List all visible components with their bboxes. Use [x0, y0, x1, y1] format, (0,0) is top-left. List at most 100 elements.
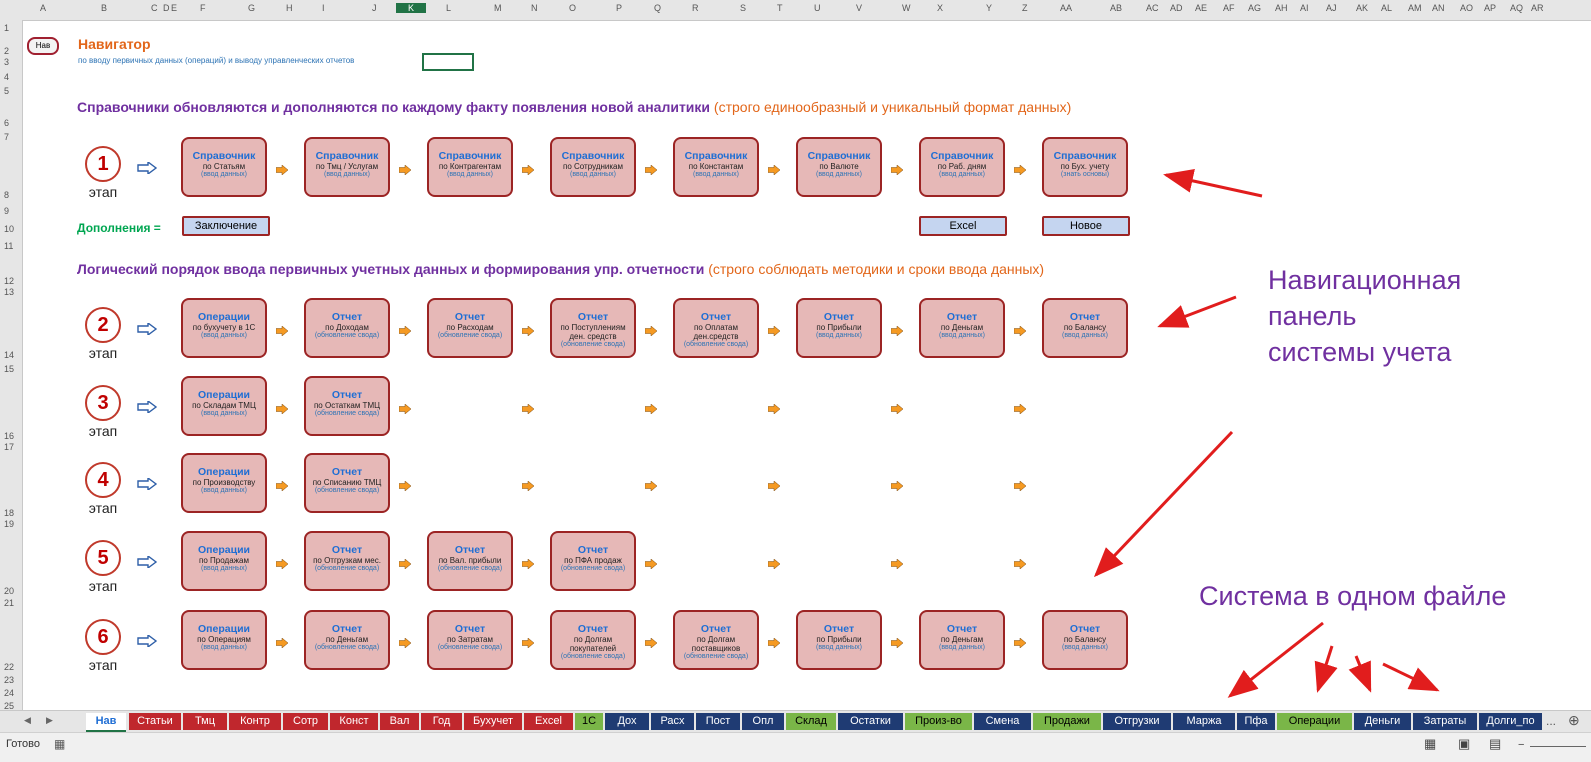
add-sheet-icon[interactable]: ⊕: [1568, 712, 1580, 728]
row-header[interactable]: 20: [4, 586, 15, 596]
column-header[interactable]: M: [494, 3, 502, 13]
column-header[interactable]: K: [396, 3, 427, 13]
row-header[interactable]: 14: [4, 350, 15, 360]
column-header[interactable]: AF: [1223, 3, 1235, 13]
page-break-icon[interactable]: ▤: [1489, 736, 1502, 751]
sheet-tab[interactable]: Сотр: [283, 713, 328, 730]
column-header[interactable]: G: [248, 3, 256, 13]
sheet-tab[interactable]: Деньги: [1354, 713, 1411, 730]
sheet-tab[interactable]: Год: [421, 713, 462, 730]
sheet-tab[interactable]: Маржа: [1173, 713, 1235, 730]
column-header[interactable]: R: [692, 3, 699, 13]
row-header[interactable]: 15: [4, 364, 15, 374]
row-header[interactable]: 8: [4, 190, 10, 200]
scroll-right-icon[interactable]: ▶: [46, 715, 53, 725]
sheet-tab[interactable]: Остатки: [838, 713, 903, 730]
row-header[interactable]: 19: [4, 519, 15, 529]
sheet-tab[interactable]: Произ-во: [905, 713, 972, 730]
column-header[interactable]: AJ: [1326, 3, 1337, 13]
row-header[interactable]: 2: [4, 46, 10, 56]
column-header[interactable]: B: [101, 3, 108, 13]
sheet-tab[interactable]: Отгрузки: [1103, 713, 1171, 730]
column-header[interactable]: P: [616, 3, 623, 13]
row-header[interactable]: 5: [4, 86, 10, 96]
page-layout-icon[interactable]: ▣: [1458, 736, 1471, 751]
sheet-tab[interactable]: Пост: [696, 713, 740, 730]
sheet-tab[interactable]: Бухучет: [464, 713, 522, 730]
row-header[interactable]: 22: [4, 662, 15, 672]
column-header[interactable]: AC: [1146, 3, 1159, 13]
row-header[interactable]: 7: [4, 132, 10, 142]
column-header[interactable]: AN: [1432, 3, 1445, 13]
column-header[interactable]: T: [777, 3, 783, 13]
sheet-tab[interactable]: Статьи: [129, 713, 181, 730]
column-header[interactable]: O: [569, 3, 577, 13]
sheet-tab[interactable]: Склад: [786, 713, 836, 730]
sheet-tab[interactable]: 1С: [575, 713, 603, 730]
macro-record-icon[interactable]: ▦: [54, 737, 66, 751]
column-header[interactable]: Y: [986, 3, 993, 13]
column-header[interactable]: H: [286, 3, 293, 13]
sheet-tab[interactable]: Нав: [86, 713, 126, 732]
nav-button[interactable]: Нав: [27, 37, 59, 55]
column-header[interactable]: AK: [1356, 3, 1369, 13]
zoom-slider[interactable]: [1530, 746, 1586, 747]
row-header[interactable]: 18: [4, 508, 15, 518]
row-header[interactable]: 10: [4, 224, 15, 234]
sheet-tab[interactable]: Продажи: [1033, 713, 1101, 730]
column-header[interactable]: AG: [1248, 3, 1262, 13]
sheet-tab[interactable]: Контр: [229, 713, 281, 730]
sheet-tab[interactable]: Вал: [380, 713, 419, 730]
column-header[interactable]: I: [322, 3, 325, 13]
column-header[interactable]: AQ: [1510, 3, 1524, 13]
row-header[interactable]: 17: [4, 442, 15, 452]
row-header[interactable]: 9: [4, 206, 10, 216]
row-header[interactable]: 13: [4, 287, 15, 297]
column-header[interactable]: W: [902, 3, 911, 13]
row-header[interactable]: 23: [4, 675, 15, 685]
sheet-tab[interactable]: Пфа: [1237, 713, 1275, 730]
new-button[interactable]: Новое: [1042, 216, 1130, 236]
sheet-tab[interactable]: Операции: [1277, 713, 1352, 730]
column-header[interactable]: Q: [654, 3, 662, 13]
sheet-tab[interactable]: Расх: [651, 713, 694, 730]
column-header[interactable]: F: [200, 3, 206, 13]
row-header[interactable]: 11: [4, 241, 14, 251]
column-header[interactable]: AO: [1460, 3, 1474, 13]
row-header[interactable]: 24: [4, 688, 15, 698]
sheet-tab[interactable]: Долги_по: [1479, 713, 1542, 730]
column-header[interactable]: AB: [1110, 3, 1123, 13]
column-header[interactable]: A: [40, 3, 47, 13]
row-header[interactable]: 21: [4, 598, 15, 608]
zoom-out-icon[interactable]: −: [1518, 739, 1525, 751]
column-header[interactable]: J: [372, 3, 377, 13]
row-header[interactable]: 1: [4, 23, 10, 33]
scroll-left-icon[interactable]: ◀: [24, 715, 31, 725]
row-header[interactable]: 16: [4, 431, 15, 441]
